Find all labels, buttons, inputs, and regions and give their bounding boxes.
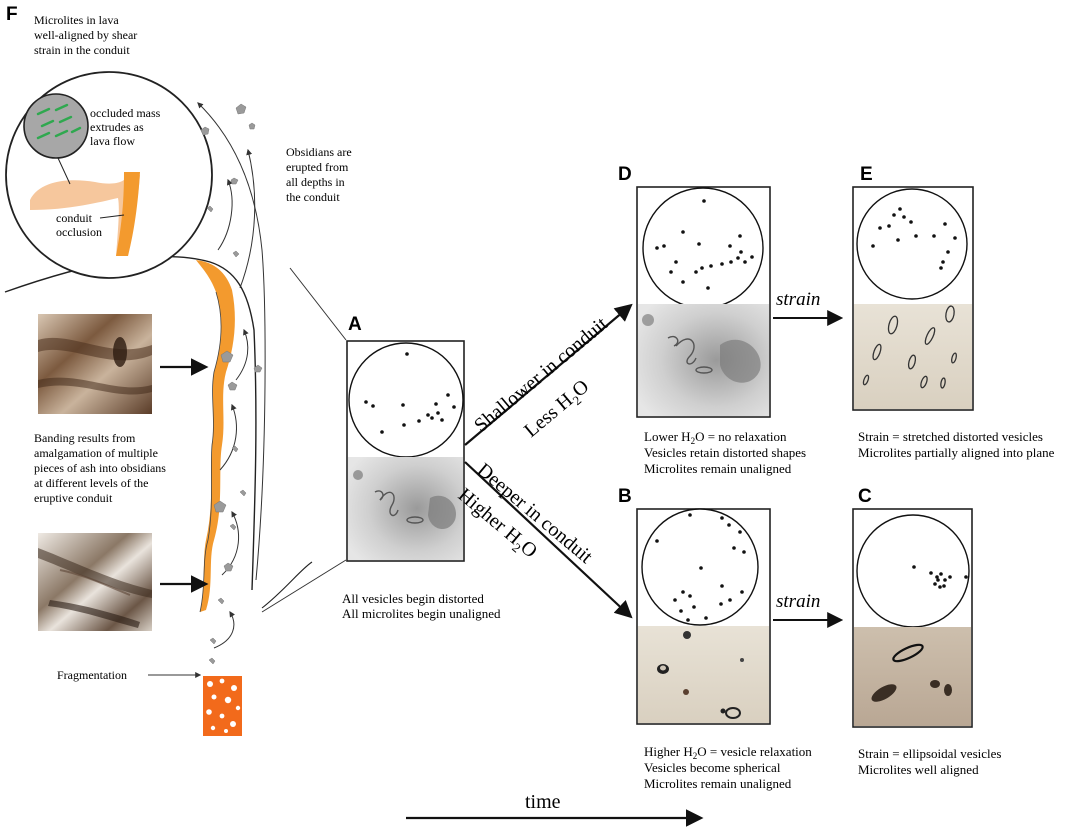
conduit-wall: [199, 291, 222, 613]
time-axis: time: [406, 791, 704, 827]
vesicles-stretched-E: [862, 305, 957, 389]
inset-conduit-orange: [116, 172, 140, 256]
volcano-flank-outer: [261, 561, 313, 609]
vesicles-spherical-B: [657, 631, 744, 719]
conduit-magma: [196, 260, 235, 612]
banding-photo-bottom: [38, 533, 152, 631]
zoom-line-top: [289, 267, 347, 341]
panel-E: E Strain = stretched distorted vesicles …: [852, 164, 1055, 460]
panel-D: D Lower H2O = no relaxation Vesicles ret…: [618, 164, 809, 476]
vesicles-distorted-A: [374, 490, 424, 524]
caption-B: Higher H2O = vesicle relaxation Vesicles…: [644, 744, 815, 791]
inset-lava-flow: [30, 175, 140, 256]
banding-photo-top: [38, 314, 152, 414]
banding-note: Banding results from amalgamation of mul…: [34, 431, 169, 505]
inset-occlusion-label: conduit occlusion: [56, 211, 102, 239]
ascent-arrows: [197, 102, 266, 649]
stereonet-points-E: [871, 207, 957, 270]
magnifier-inset: occluded mass extrudes as lava flow cond…: [5, 71, 213, 279]
caption-C: Strain = ellipsoidal vesicles Microlites…: [858, 746, 1005, 777]
micrograph-E: [854, 304, 972, 409]
panel-letter-B: B: [618, 486, 632, 507]
stereonet-points-B: [655, 513, 746, 622]
micrograph-B: [638, 626, 769, 723]
strain-label-bottom: strain: [776, 591, 820, 612]
panel-letter-D: D: [618, 164, 632, 185]
panel-letter-C: C: [858, 486, 872, 507]
pathway-upper: Shallower in conduit Less H2O: [464, 303, 633, 446]
panel-letter-F: F: [6, 4, 18, 25]
microlite-zoom-circle: [23, 93, 89, 159]
microlites-note: Microlites in lava well-aligned by shear…: [34, 13, 140, 57]
stereonet-points-D: [655, 199, 754, 290]
caption-D: Lower H2O = no relaxation Vesicles retai…: [644, 429, 809, 476]
zoom-line-bottom: [261, 559, 347, 613]
inset-mass-label: occluded mass extrudes as lava flow: [90, 106, 163, 148]
panel-B: B Higher H2O = vesicle relaxation Vesicl…: [618, 486, 815, 791]
panel-letter-E: E: [860, 164, 873, 185]
stereonet-points-C: [912, 565, 968, 589]
panel-C: C Strain = ellipsoidal vesicles Microlit…: [852, 486, 1005, 777]
fragmentation-label: Fragmentation: [57, 668, 127, 682]
vesicles-distorted-D: [667, 335, 713, 374]
stereonet-points-A: [364, 352, 456, 434]
strain-label-top: strain: [776, 289, 820, 310]
panel-A: A All vesicles begin distorted All micro…: [342, 314, 501, 621]
time-label: time: [525, 791, 561, 813]
fragmentation-zone: [203, 676, 242, 736]
vesicles-ellipsoidal-C: [871, 643, 952, 702]
caption-A: All vesicles begin distorted All microli…: [342, 591, 501, 621]
caption-E: Strain = stretched distorted vesicles Mi…: [858, 429, 1055, 460]
strain-arrow-bottom: strain: [773, 591, 844, 628]
obsidian-clasts: [200, 103, 263, 665]
erupted-note: Obsidians are erupted from all depths in…: [286, 145, 355, 204]
strain-arrow-top: strain: [773, 289, 844, 326]
panel-letter-A: A: [348, 314, 362, 335]
panel-F: F Microlites in lava well-aligned by she…: [4, 4, 355, 736]
micrograph-C: [854, 627, 971, 726]
microlites-aligned: [36, 103, 82, 140]
